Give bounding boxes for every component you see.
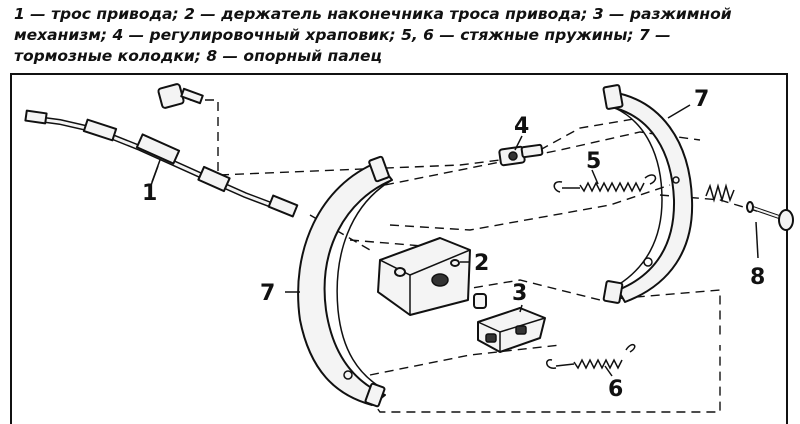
label-pin: 8: [750, 265, 765, 290]
label-spring-upper: 5: [586, 149, 601, 174]
expander-mechanism: [477, 307, 546, 353]
leader-lines: [149, 104, 759, 377]
label-cable: 1: [142, 181, 157, 206]
caption-line-3: тормозные колодки; 8 — опорный палец: [14, 47, 383, 65]
label-shoe-right: 7: [694, 87, 709, 112]
caption-line-1: 1 — трос привода; 2 — держатель наконечн…: [14, 5, 732, 23]
support-pin: [746, 201, 794, 231]
pin-spring: [705, 183, 735, 203]
cable-sheath-coupling: [82, 118, 118, 142]
cable-holder: [377, 237, 471, 316]
mounting-bolt: [157, 83, 204, 109]
cable-sheath: [135, 133, 181, 165]
label-expander: 3: [512, 281, 527, 306]
cable-ferrule: [197, 165, 231, 193]
figure-caption: 1 — трос привода; 2 — держатель наконечн…: [14, 4, 794, 67]
cable-tip: [267, 194, 299, 218]
cable-end-fitting: [24, 109, 48, 125]
return-spring-upper: [553, 174, 657, 193]
brake-shoe-right: [602, 84, 694, 304]
label-shoe-left: 7: [260, 281, 275, 306]
label-adjuster: 4: [514, 114, 529, 139]
label-cable-holder: 2: [474, 251, 489, 276]
drive-cable: [24, 109, 299, 218]
diagram-frame: [10, 73, 788, 424]
brake-shoe-left: [297, 155, 393, 408]
return-spring-lower: [546, 343, 636, 370]
holder-pin: [473, 293, 487, 309]
adjusting-ratchet: [498, 143, 544, 167]
label-spring-lower: 6: [608, 377, 623, 402]
caption-line-2: механизм; 4 — регулировочный храповик; 5…: [14, 26, 671, 44]
